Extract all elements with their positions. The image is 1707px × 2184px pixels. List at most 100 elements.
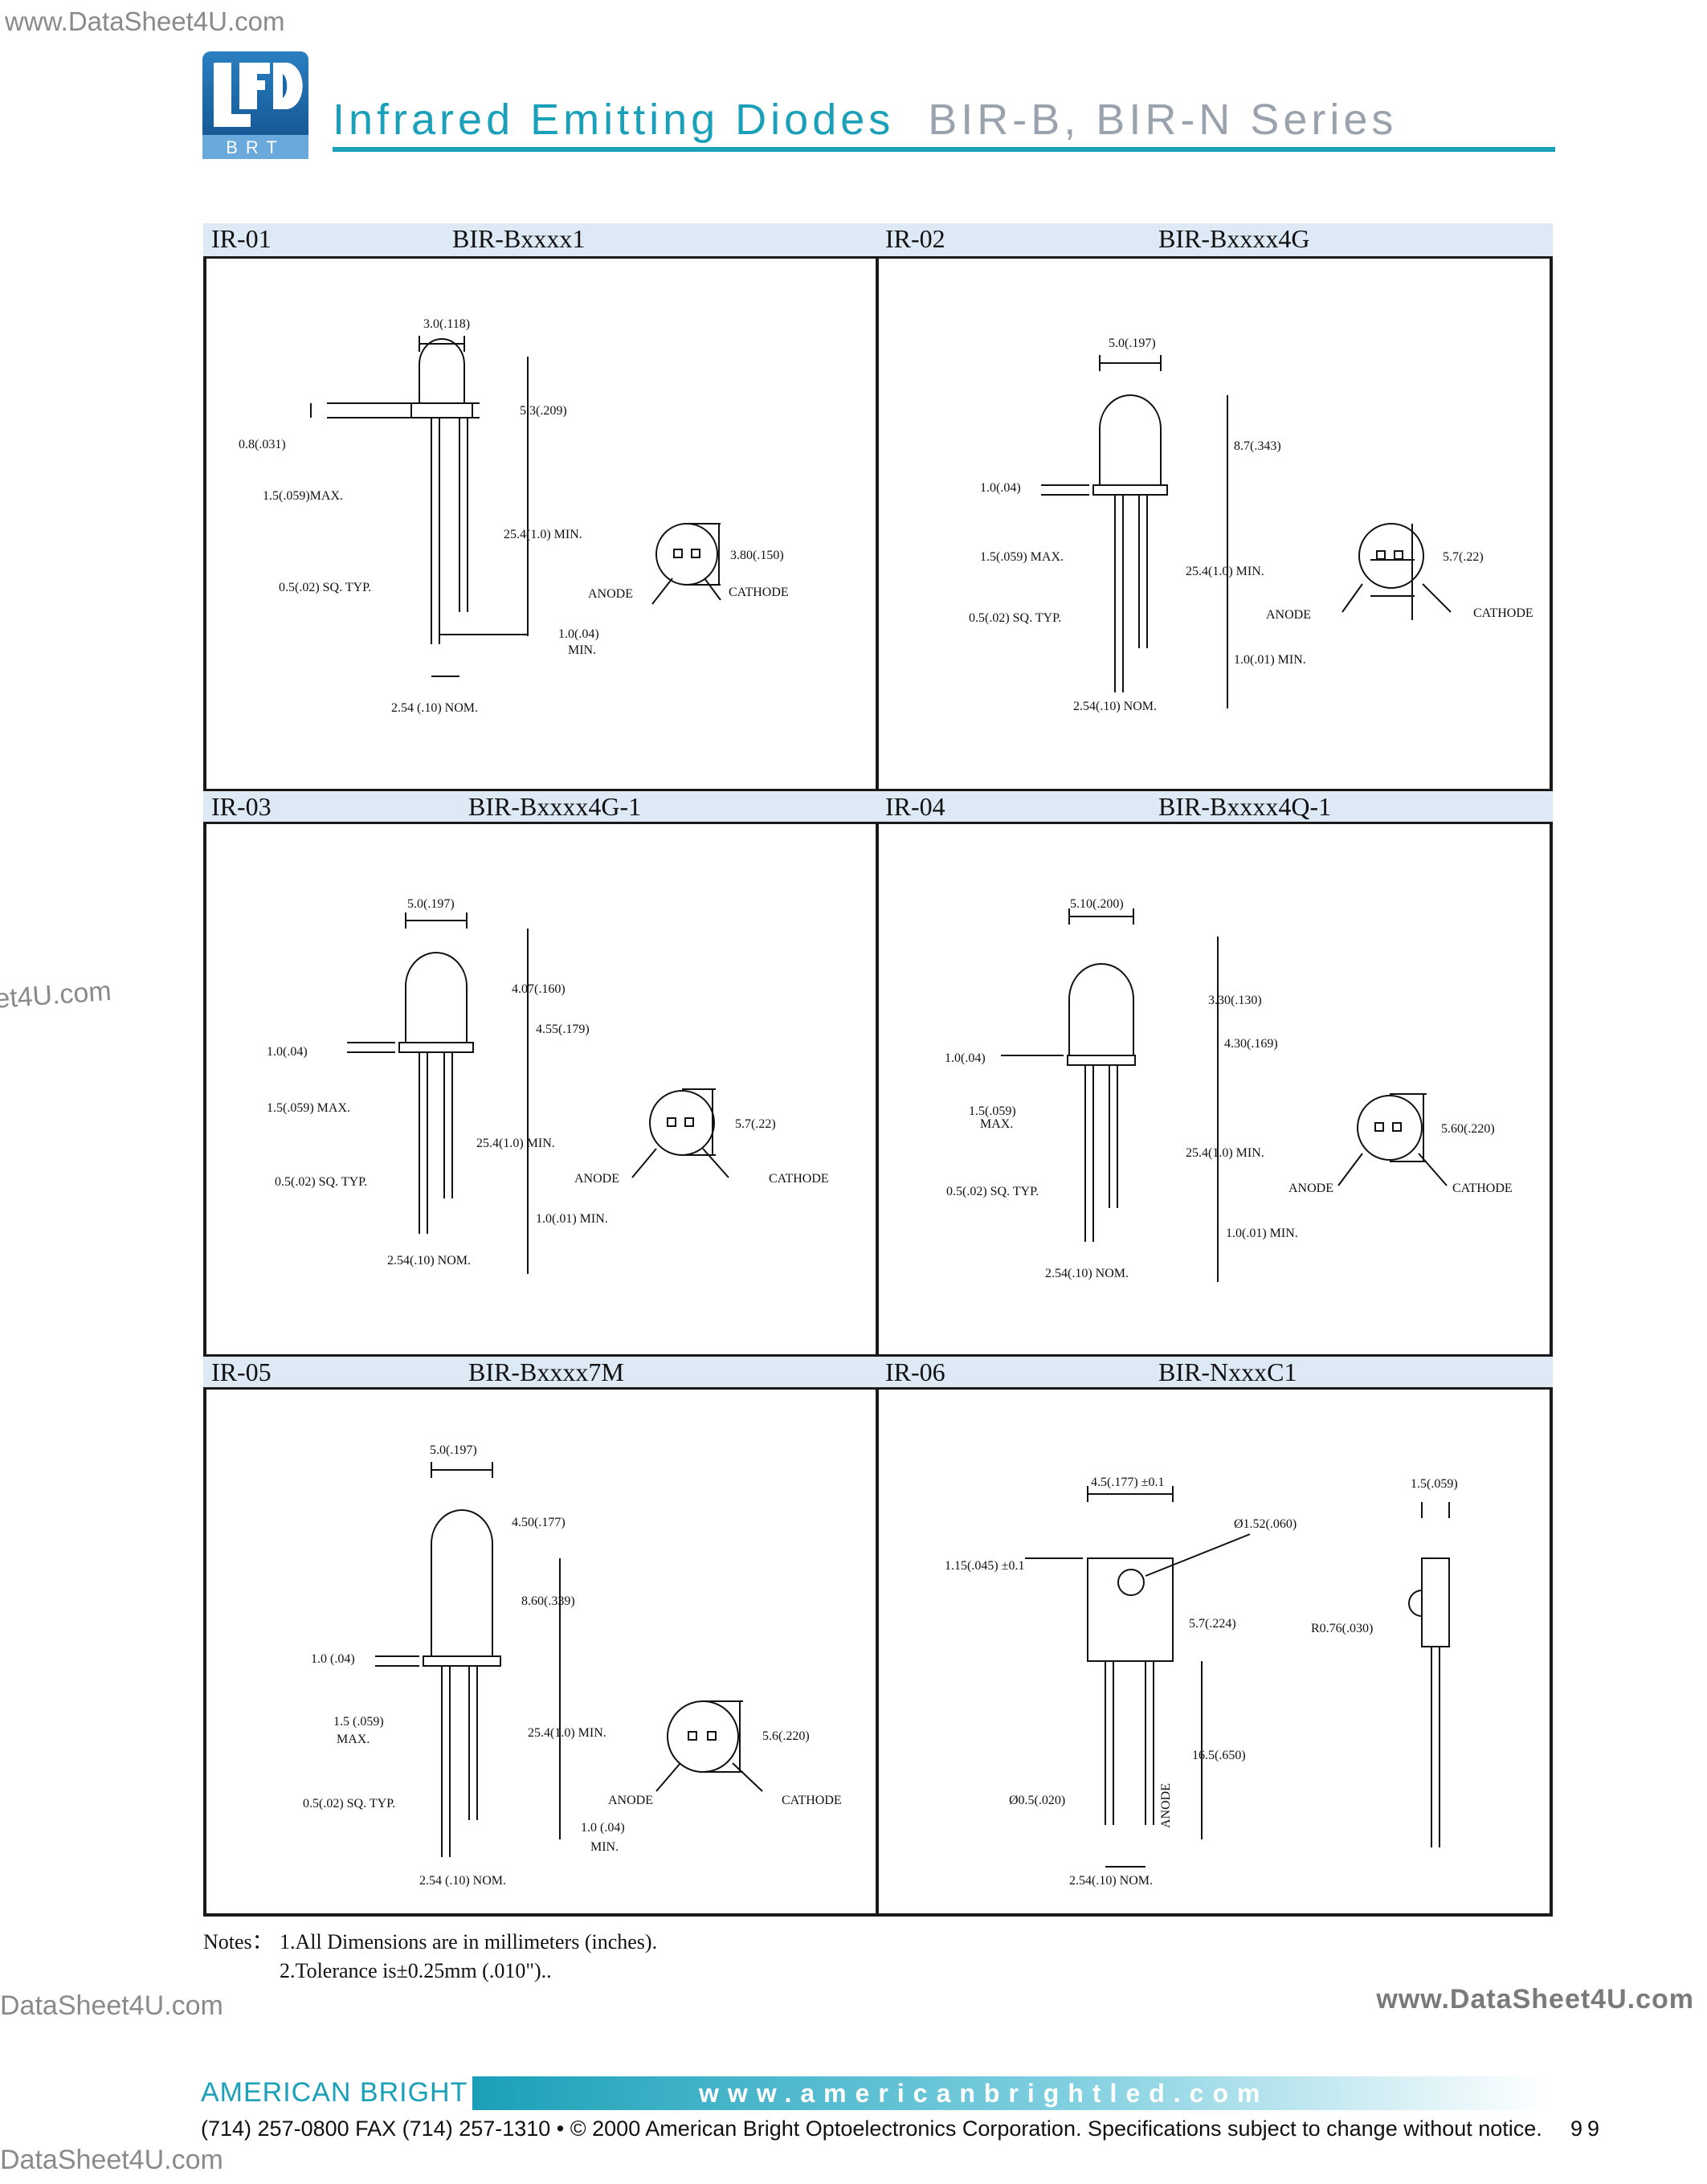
label-cathode: CATHODE xyxy=(1473,606,1533,620)
dim-lead-len: 25.4(1.0) MIN. xyxy=(1186,1146,1264,1160)
dim-height: 4.50(.177) xyxy=(512,1516,566,1529)
dim-flange: 1.0(.04) xyxy=(267,1045,308,1059)
dim-bottom: 1.0(.04) xyxy=(558,627,599,641)
dim-top: 5.7(.22) xyxy=(735,1117,776,1131)
dim-flange: 1.0 (.04) xyxy=(311,1652,355,1666)
dim-hole: Ø1.52(.060) xyxy=(1234,1517,1297,1531)
dim-top: 5.6(.220) xyxy=(762,1729,810,1743)
panel-model: BIR-Bxxxx4G xyxy=(1158,224,1310,253)
label-cathode: CATHODE xyxy=(782,1794,842,1807)
label-anode: ANODE xyxy=(574,1172,619,1186)
label-cathode: CATHODE xyxy=(769,1172,829,1186)
dim-width: 5.10(.200) xyxy=(1070,897,1124,911)
watermark-left: et4U.com xyxy=(0,975,112,1014)
page-number: 99 xyxy=(1570,2117,1605,2141)
dim-pitch: 2.54 (.10) NOM. xyxy=(391,701,478,715)
panel-code: IR-01 xyxy=(211,224,272,253)
watermark-top: www.DataSheet4U.com xyxy=(5,6,285,36)
label-anode: ANODE xyxy=(1159,1783,1173,1828)
note-item: 1.All Dimensions are in millimeters (inc… xyxy=(280,1930,658,1953)
drawing-ir-04: 5.10(.200) 3.30(.130) 4.30(.169) 1.0(.04… xyxy=(880,824,1551,1354)
drawing-ir-01: 3.0(.118) 5.3(.209) 0.8(.031) 1.5(.059)M… xyxy=(206,259,876,789)
dim-pitch: 2.54(.10) NOM. xyxy=(1045,1267,1129,1280)
dim-bottom-min: MIN. xyxy=(590,1840,619,1854)
panel-header-ir-04: IR-04 BIR-Bxxxx4Q-1 xyxy=(877,789,1553,824)
dim-bottom: 1.0(.01) MIN. xyxy=(1226,1227,1298,1240)
dim-height: 8.7(.343) xyxy=(1234,439,1281,453)
footer-url-link[interactable]: www.americanbrightled.com xyxy=(699,2079,1269,2108)
panel-model: BIR-Bxxxx7M xyxy=(468,1357,624,1386)
dim-lead-sq: 0.5(.02) SQ. TYP. xyxy=(279,581,371,594)
panel-model: BIR-Bxxxx4Q-1 xyxy=(1158,792,1332,821)
panel-header-ir-03: IR-03 BIR-Bxxxx4G-1 xyxy=(203,789,877,824)
panel-code: IR-04 xyxy=(885,792,945,821)
drawing-ir-03: 5.0(.197) 4.07(.160) 4.55(.179) 1.0(.04)… xyxy=(206,824,876,1354)
dim-pitch: 2.54 (.10) NOM. xyxy=(419,1874,506,1888)
label-anode: ANODE xyxy=(608,1794,653,1807)
dim-lead-sq: 0.5(.02) SQ. TYP. xyxy=(303,1797,395,1810)
dim-max: 1.5 (.059) xyxy=(333,1715,384,1729)
grid-divider xyxy=(876,223,879,1917)
dim-bottom: 1.0(.01) MIN. xyxy=(1234,653,1306,667)
dim-flange: 1.0(.04) xyxy=(980,481,1021,495)
watermark-mid-left: DataSheet4U.com xyxy=(0,1990,223,2021)
dim-height: 5.3(.209) xyxy=(520,404,567,418)
dim-height2: 4.30(.169) xyxy=(1224,1037,1278,1051)
dim-width: 5.0(.197) xyxy=(407,897,455,911)
panel-code: IR-02 xyxy=(885,224,945,253)
dim-width: 3.0(.118) xyxy=(423,317,470,331)
dim-bottom-min: MIN. xyxy=(568,643,596,657)
title-series: BIR-B, BIR-N Series xyxy=(928,96,1398,144)
drawing-ir-06: 4.5(.177) ±0.1 Ø1.52(.060) 1.15(.045) ±0… xyxy=(880,1390,1551,1912)
dim-pitch: 2.54(.10) NOM. xyxy=(387,1254,471,1268)
dim-radius: R0.76(.030) xyxy=(1311,1622,1373,1635)
dim-width: 5.0(.197) xyxy=(430,1443,477,1457)
panel-code: IR-03 xyxy=(211,792,272,821)
panel-model: BIR-Bxxxx1 xyxy=(452,224,586,253)
dim-bottom: 1.0 (.04) xyxy=(581,1821,625,1835)
dim-flange: 0.8(.031) xyxy=(239,438,286,451)
dim-width: 4.5(.177) ±0.1 xyxy=(1091,1476,1164,1489)
panel-header-ir-02: IR-02 BIR-Bxxxx4G xyxy=(877,223,1553,259)
panel-header-ir-01: IR-01 BIR-Bxxxx1 xyxy=(203,223,877,259)
notes: Notes： 1.All Dimensions are in millimeter… xyxy=(203,1928,657,1986)
dim-lead-len: 25.4(1.0) MIN. xyxy=(504,528,582,541)
dim-lead-sq: 0.5(.02) SQ. TYP. xyxy=(969,611,1061,625)
dim-max: 1.5(.059) MAX. xyxy=(267,1101,350,1115)
dim-lead-len: 16.5(.650) xyxy=(1192,1749,1246,1762)
dim-top: 3.80(.150) xyxy=(730,549,784,562)
dim-lead-len: 25.4(1.0) MIN. xyxy=(476,1137,555,1150)
dim-max: 1.5(.059) MAX. xyxy=(980,550,1064,564)
watermark-mid-right: www.DataSheet4U.com xyxy=(1376,1984,1694,2015)
panel-model: BIR-NxxxC1 xyxy=(1158,1357,1297,1386)
dim-max: 1.5(.059) xyxy=(969,1104,1016,1118)
dim-bottom: 1.0(.01) MIN. xyxy=(536,1212,608,1226)
panel-code: IR-05 xyxy=(211,1357,272,1386)
label-cathode: CATHODE xyxy=(1452,1182,1513,1195)
dim-lead-len: 25.4(1.0) MIN. xyxy=(528,1726,606,1740)
drawing-ir-05: 5.0(.197) 4.50(.177) 8.60(.339) 1.0 (.04… xyxy=(206,1390,876,1912)
panel-header-ir-06: IR-06 BIR-NxxxC1 xyxy=(877,1354,1553,1390)
label-anode: ANODE xyxy=(1266,608,1311,622)
footer-contact: (714) 257-0800 FAX (714) 257-1310 • © 20… xyxy=(201,2117,1542,2141)
dim-height2: 4.55(.179) xyxy=(536,1023,590,1036)
dim-height2: 8.60(.339) xyxy=(521,1594,575,1608)
dim-height: 4.07(.160) xyxy=(512,982,566,996)
notes-label: Notes： xyxy=(203,1930,273,1953)
dim-width: 5.0(.197) xyxy=(1109,337,1156,350)
label-cathode: CATHODE xyxy=(729,586,789,599)
panel-model: BIR-Bxxxx4G-1 xyxy=(468,792,642,821)
footer-company: AMERICAN BRIGHT xyxy=(201,2077,468,2108)
dim-top: 5.7(.22) xyxy=(1443,550,1484,564)
dim-lead-len: 25.4(1.0) MIN. xyxy=(1186,565,1264,578)
page-title: Infrared Emitting Diodes BIR-B, BIR-N Se… xyxy=(333,95,1397,145)
dim-lead-sq: 0.5(.02) SQ. TYP. xyxy=(275,1175,367,1189)
dim-top: 5.60(.220) xyxy=(1441,1122,1495,1136)
dim-pitch: 2.54(.10) NOM. xyxy=(1069,1874,1153,1888)
led-logo: BRT xyxy=(202,51,308,159)
dim-flange: 1.0(.04) xyxy=(945,1051,986,1065)
dim-max: 1.5(.059)MAX. xyxy=(263,489,343,503)
panel-header-ir-05: IR-05 BIR-Bxxxx7M xyxy=(203,1354,877,1390)
watermark-bottom: DataSheet4U.com xyxy=(0,2145,223,2175)
title-main: Infrared Emitting Diodes xyxy=(333,96,895,144)
